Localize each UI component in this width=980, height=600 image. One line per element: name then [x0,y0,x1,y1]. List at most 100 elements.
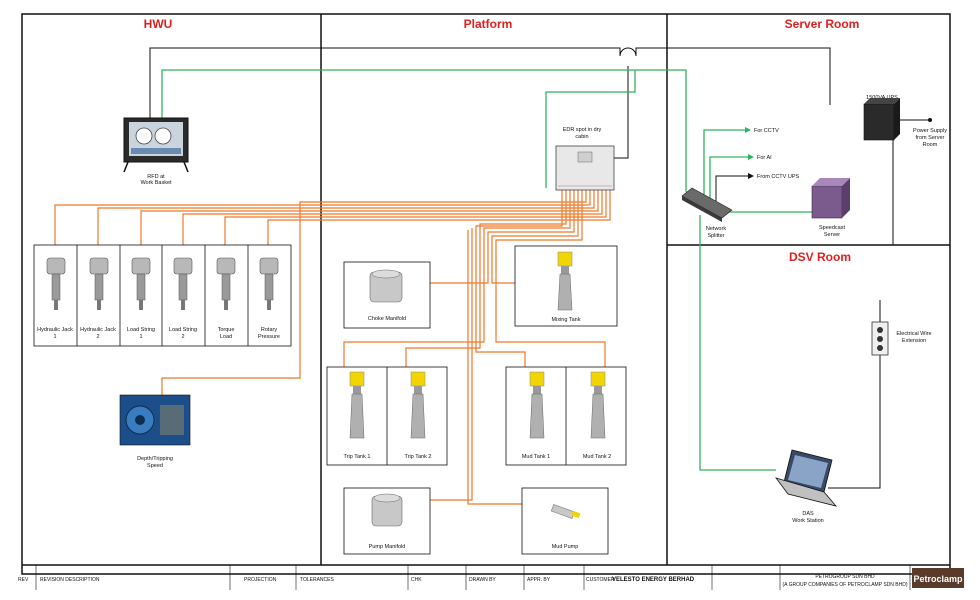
sensor-5-label-line1: Torque [218,327,235,333]
data-line-mud2 [495,190,606,375]
power-line-cctv-ups [715,175,748,208]
ups-unit [863,98,900,141]
depth-label-line1: Depth/Tripping [137,456,173,462]
pressure-sensor-1 [46,257,66,310]
sensor-1-label-line2: 1 [53,334,56,340]
mud-tank-2-label: Mud Tank 2 [583,454,611,460]
petroclamp-logo [912,568,964,588]
data-line-sensor-1 [54,190,591,245]
data-line-mud1 [475,190,563,375]
mud-tank-2-sensor [590,371,606,439]
power-supply-label-line3: Room [923,142,938,148]
edr-label-line1: EDR spot in dry [563,127,602,133]
network-splitter-label-line1: Network [706,226,726,232]
mixing-tank-label: Mixing Tank [552,317,581,323]
pressure-sensor-4 [173,257,193,310]
data-line-sensor-6 [267,190,611,245]
sensor-5-label-line2: Load [220,334,232,340]
zone-title-server-room: Server Room [785,17,860,31]
pressure-sensor-5 [216,257,236,310]
mud-pump-proximity-sensor [550,504,581,519]
tb-chk: CHK [411,577,422,583]
pressure-sensor-3 [131,257,151,310]
network-line-ai [709,156,748,204]
speedcast-server-label-line2: Server [824,232,840,238]
cctv-ups-arrow-icon [748,173,754,179]
power-line-edr [614,66,629,159]
depth-label-line2: Speed [147,463,163,469]
data-line-mixing [491,190,579,284]
data-line-sensor-4 [182,190,603,245]
petroclamp-logo-text: Petroclamp [913,574,963,584]
tb-revision-description: REVISION DESCRIPTION [40,577,100,583]
for-ai-label: For AI [757,155,772,161]
edr-label-line2: cabin [575,134,588,140]
sensor-1-label-line1: Hydraulic Jack [37,327,73,333]
data-line-sensor-5 [224,190,607,245]
tb-customer: CUSTOMER [586,577,615,583]
sensor-2-label-line2: 2 [96,334,99,340]
trip-tank-2-label: Trip Tank 2 [405,454,432,460]
tb-company: PETROGROUP SDN BHD [815,574,875,580]
mud-tank-1-sensor [529,371,545,439]
data-line-trip1 [343,190,571,375]
network-splitter-device [681,187,733,222]
data-lines [54,190,611,505]
zone-title-dsv-room: DSV Room [789,250,851,264]
choke-manifold-label: Choke Manifold [368,316,406,322]
network-splitter-label-line2: Splitter [707,233,724,239]
tb-projection: PROJECTION [244,577,277,583]
mud-tank-1-label: Mud Tank 1 [522,454,550,460]
tb-company-sub: (A GROUP COMPANIES OF PETROCLAMP SDN BHD… [782,582,907,588]
speedcast-server-device [811,178,850,219]
title-block [35,565,911,590]
power-line-rfd [149,47,621,118]
data-line-trip2 [405,190,567,375]
sensor-2-label-line1: Hydraulic Jack [80,327,116,333]
sensor-4-label-line1: Load String [169,327,197,333]
hwu-sensor-dividers [76,245,249,346]
power-supply-label-line1: Power Supply [913,128,947,134]
mixing-tank-sensor [557,251,573,311]
from-cctv-ups-label: From CCTV UPS [757,174,800,180]
data-line-mud-pump [467,230,522,505]
power-supply-label-line2: from Server [916,135,945,141]
rfd-label-line2: Work Basket [140,180,172,186]
power-line-electrical [828,355,881,489]
pressure-sensor-2 [89,257,109,310]
pump-manifold-image [371,493,403,527]
rfd-monitor [123,117,189,173]
speedcast-server-label-line1: Speedcast [819,225,845,231]
network-line-das [699,215,776,471]
electrical-outlet-device [871,321,889,356]
for-cctv-label: For CCTV [754,128,779,134]
zone-title-platform: Platform [464,17,513,31]
tb-rev: REV [18,577,29,583]
pump-manifold-label: Pump Manifold [369,544,406,550]
network-line-edr [545,70,636,188]
network-line-rfd [161,69,687,192]
power-supply-point [928,118,932,122]
data-line-choke [430,190,575,284]
cctv-arrow-icon [745,127,751,133]
data-line-depth [161,190,587,395]
trip-tank-2-sensor [410,371,426,439]
trip-tank-1-sensor [349,371,365,439]
sensor-4-label-line2: 2 [181,334,184,340]
mud-pump-label: Mud Pump [552,544,579,550]
data-line-sensor-3 [140,190,599,245]
pressure-sensor-6 [259,257,279,310]
tb-appr-by: APPR. BY [527,577,551,583]
edr-enclosure [555,145,615,191]
das-label-line1: DAS [802,511,814,517]
depth-encoder-image [119,394,191,446]
laptop-icon [774,449,838,507]
sensor-6-label-line2: Pressure [258,334,280,340]
data-line-sensor-2 [97,190,595,245]
tb-drawn-by: DRAWN BY [469,577,496,583]
zone-title-hwu: HWU [144,17,173,31]
data-line-pump-manifold [430,228,473,501]
electrical-wire-label-line2: Extension [902,338,926,344]
electrical-wire-label-line1: Electrical Wire [896,331,931,337]
